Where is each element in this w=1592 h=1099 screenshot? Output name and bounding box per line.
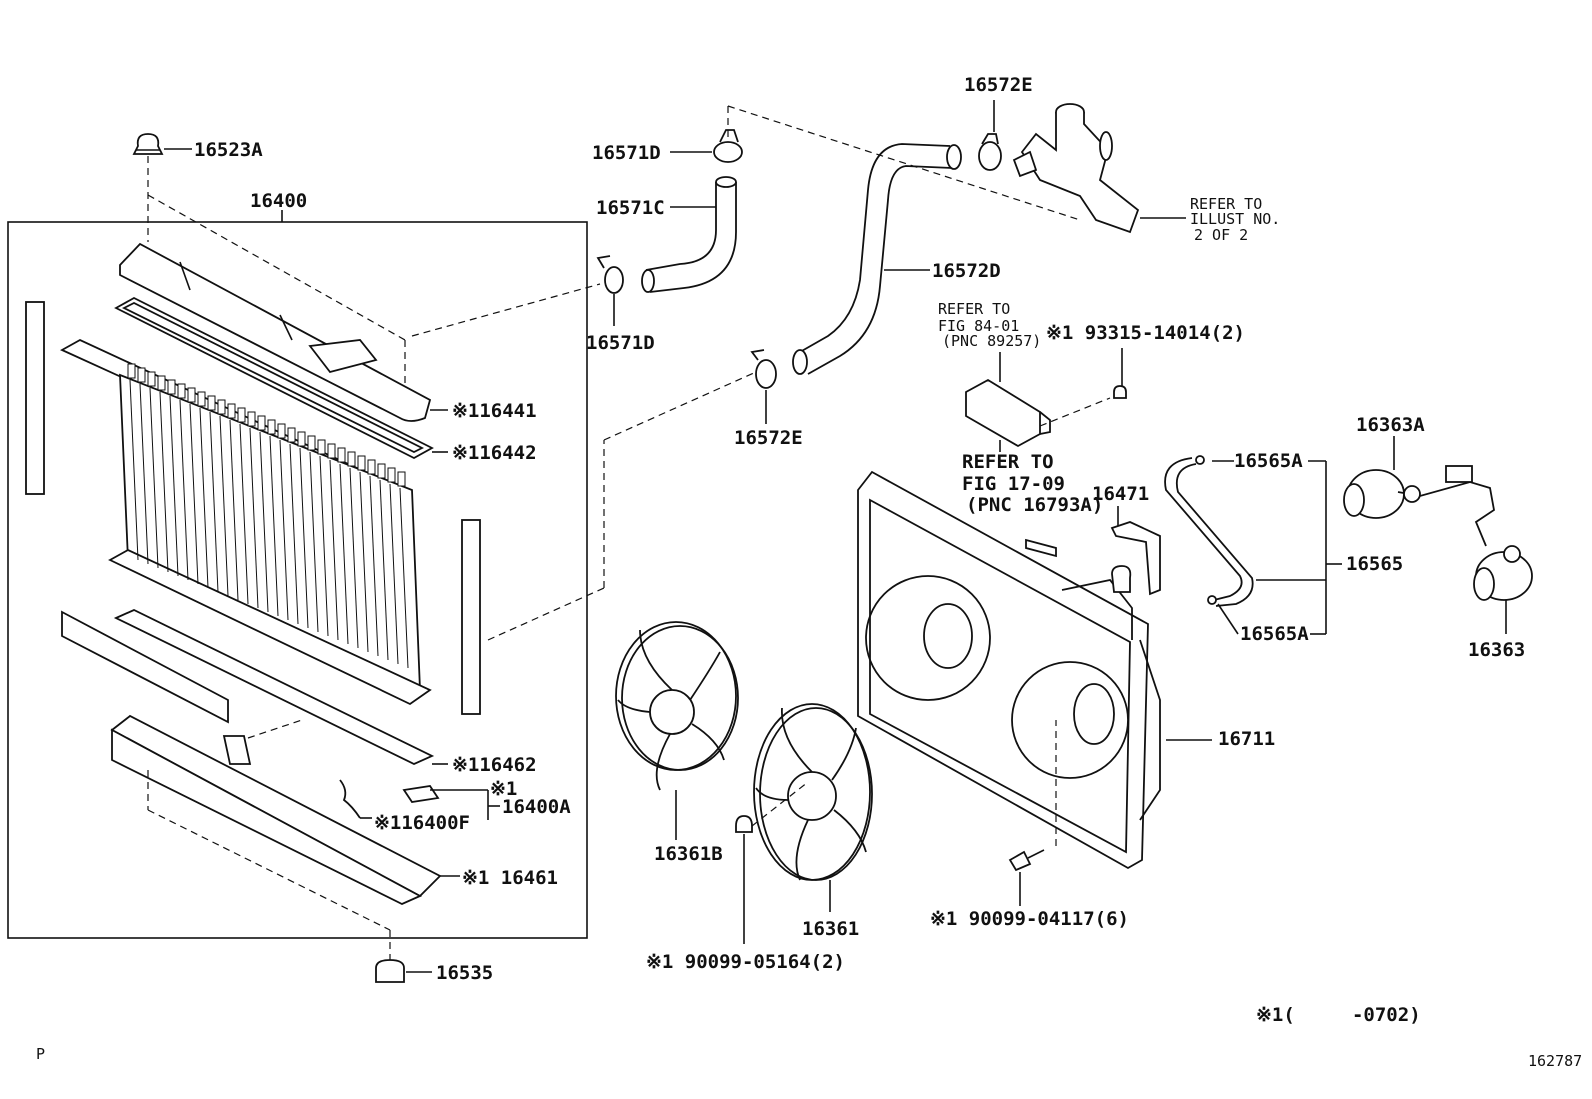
- outlet-hose-clamp-lower: [750, 349, 777, 389]
- right-side-seal: [461, 519, 481, 715]
- label-16565A-bottom: 16565A: [1240, 623, 1309, 645]
- label-16523A: 16523A: [194, 139, 263, 161]
- bolt-90099-04117: [1008, 849, 1045, 872]
- fan-16361: [753, 703, 873, 881]
- label-16461: ※1 16461: [462, 867, 558, 889]
- radiator-support-cushion: [375, 959, 405, 983]
- left-side-seal: [25, 301, 45, 495]
- label-93315-14014: ※1 93315-14014(2): [1046, 322, 1245, 344]
- fan-16361B: [615, 621, 739, 791]
- note-refer-illust: REFER TO ILLUST NO. 2 OF 2: [1190, 195, 1280, 244]
- lower-seal: [61, 610, 229, 724]
- label-16361: 16361: [802, 918, 859, 940]
- svg-text:REFER TO: REFER TO: [938, 300, 1010, 318]
- label-16571D-top: 16571D: [592, 142, 661, 164]
- outlet-hose-clamp-upper: [978, 133, 1002, 171]
- screw-93315: [1113, 385, 1127, 399]
- svg-text:REFER TO: REFER TO: [1190, 195, 1262, 213]
- label-116400F: ※116400F: [374, 812, 470, 834]
- fan-motor-16363: [1473, 545, 1533, 601]
- radiator-core: [60, 338, 432, 706]
- svg-text:REFER TO: REFER TO: [962, 451, 1054, 473]
- label-16565A-top: 16565A: [1234, 450, 1303, 472]
- label-116462: ※116462: [452, 754, 537, 776]
- lower-gasket: [113, 609, 435, 765]
- label-90099-04117: ※1 90099-04117(6): [930, 908, 1129, 930]
- fan-motor-16363A: [1343, 465, 1495, 547]
- upper-gasket: [114, 296, 434, 460]
- svg-text:FIG 17-09: FIG 17-09: [962, 473, 1065, 495]
- svg-text:(PNC 89257): (PNC 89257): [942, 332, 1041, 350]
- label-16400: 16400: [250, 190, 307, 212]
- label-16535: 16535: [436, 962, 493, 984]
- radiator-inlet-hose: [645, 182, 717, 271]
- water-outlet-housing: [1012, 103, 1140, 234]
- drain-cock: [339, 779, 500, 820]
- label-16363A: 16363A: [1356, 414, 1425, 436]
- upper-tank: [119, 242, 432, 422]
- svg-text:FIG 84-01: FIG 84-01: [938, 317, 1019, 335]
- label-16711: 16711: [1218, 728, 1275, 750]
- label-16572D: 16572D: [932, 260, 1001, 282]
- fan-shroud: [857, 470, 1161, 870]
- label-16363: 16363: [1468, 639, 1525, 661]
- fan-relay: [965, 378, 1051, 452]
- lower-tank: [110, 714, 442, 905]
- label-116442: ※116442: [452, 442, 537, 464]
- radiator-assembly-box: [7, 221, 588, 939]
- reservoir-hose: [1164, 455, 1254, 607]
- applicability-note: ※1( -0702): [1256, 1004, 1421, 1026]
- figure-number: 162787: [1528, 1052, 1582, 1070]
- svg-text:(PNC 16793A): (PNC 16793A): [966, 494, 1103, 516]
- hose-clamp-upper: [713, 129, 743, 163]
- label-16571C: 16571C: [596, 197, 665, 219]
- label-16571D-bottom: 16571D: [586, 332, 655, 354]
- label-16400A: 16400A: [502, 796, 571, 818]
- svg-text:2 OF 2: 2 OF 2: [1194, 226, 1248, 244]
- radiator-outlet-hose: [799, 143, 951, 353]
- note-refer-fig84: REFER TO FIG 84-01 (PNC 89257): [938, 300, 1041, 350]
- radiator-cap: [132, 133, 164, 155]
- label-116441: ※116441: [452, 400, 537, 422]
- label-16572E-bottom: 16572E: [734, 427, 803, 449]
- label-x1: ※1: [490, 778, 517, 800]
- label-90099-05164: ※1 90099-05164(2): [646, 951, 845, 973]
- page-letter: P: [36, 1045, 45, 1063]
- hose-clamp-lower: [596, 255, 624, 294]
- svg-text:ILLUST NO.: ILLUST NO.: [1190, 210, 1280, 228]
- label-16572E-top: 16572E: [964, 74, 1033, 96]
- label-16565: 16565: [1346, 553, 1403, 575]
- note-refer-fig17: REFER TO FIG 17-09 (PNC 16793A): [962, 451, 1103, 516]
- label-16361B: 16361B: [654, 843, 723, 865]
- label-16471: 16471: [1092, 483, 1149, 505]
- bolt-90099-05164: [735, 815, 753, 833]
